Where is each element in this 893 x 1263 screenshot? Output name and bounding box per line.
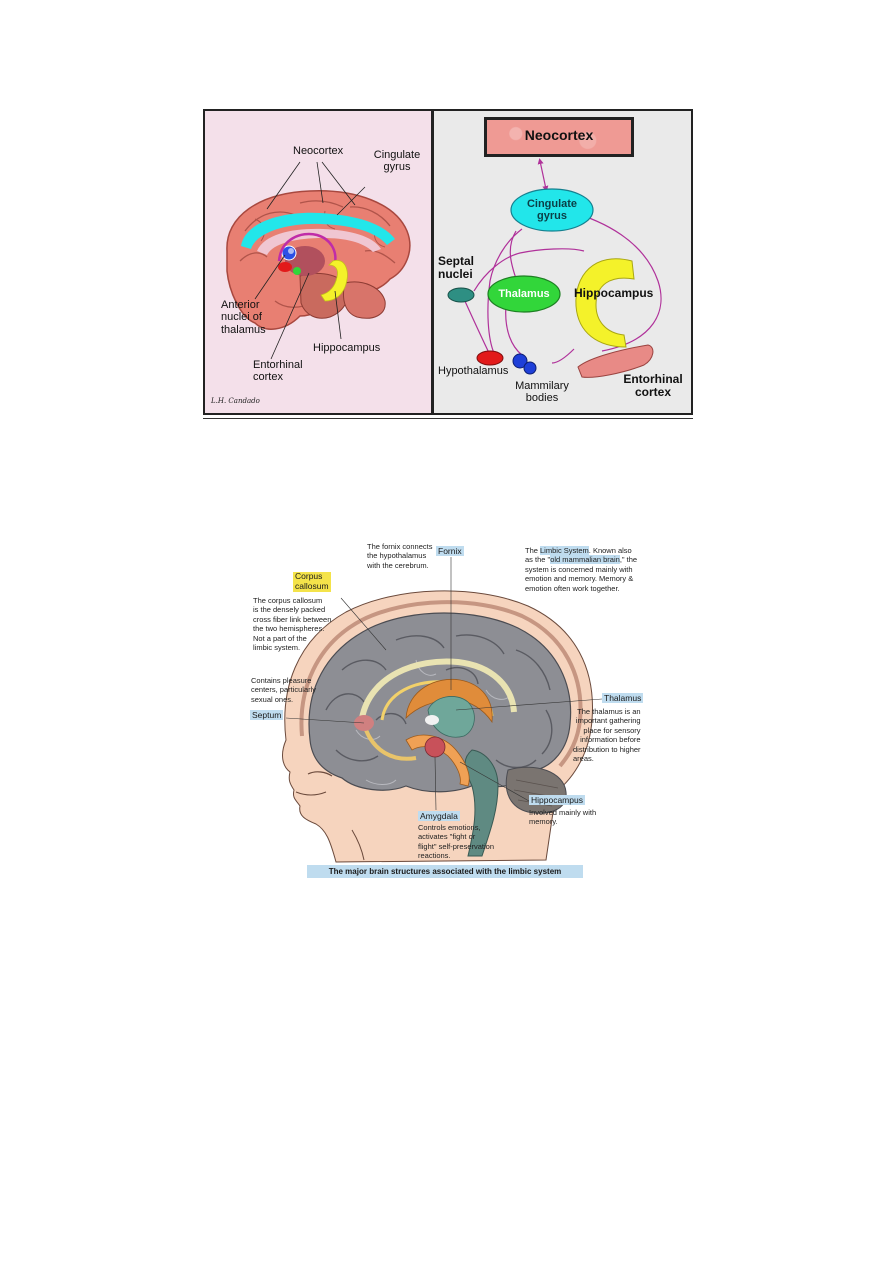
limbic-note-line1-pre: The — [525, 546, 541, 555]
limbic-circuit-panel: Neocortex Cingulate gyrus Septal nuclei … — [434, 111, 691, 413]
label-entorhinal-node: Entorhinal cortex — [618, 372, 688, 400]
hippocampus-note: Involved mainly with memory. — [529, 808, 596, 827]
label-entorhinal-line2: cortex — [253, 371, 283, 384]
thalamus-note-line4: information before — [580, 735, 641, 745]
brain-medial-view-panel: Neocortex Cingulate gyrus Anterior nucle… — [205, 111, 431, 413]
label-cingulate-gyrus: Cingulate gyrus — [369, 149, 425, 174]
label-anterior-nuclei-line3: thalamus — [221, 323, 266, 336]
limbic-note-line4: emotion and memory. Memory & — [525, 574, 634, 584]
hippocampus-note-line2: memory. — [529, 817, 558, 827]
figure-underline — [203, 418, 693, 419]
limbic-system-note: The Limbic System. Known also as the "ol… — [525, 546, 637, 593]
label-anterior-nuclei: Anterior nuclei of thalamus — [221, 299, 266, 336]
thalamus-note-line6: areas. — [573, 753, 594, 763]
hippocampus-note-line1: Involved mainly with — [529, 808, 597, 817]
thalamus-note: The thalamus is an important gathering p… — [573, 707, 641, 763]
amygdala-note-line1: Controls emotions, — [418, 823, 481, 832]
label-hypothalamus: Hypothalamus — [438, 365, 509, 377]
neocortex-box: Neocortex — [484, 117, 634, 157]
label-hippocampus: Hippocampus — [313, 342, 381, 354]
septum-note-line1: Contains pleasure — [251, 676, 312, 685]
old-mammalian-brain-highlight: old mammalian brain — [550, 555, 620, 565]
fornix-note-line3: with the cerebrum. — [367, 560, 429, 570]
label-thalamus-node: Thalamus — [498, 288, 550, 300]
label-entorhinal-cortex: Entorhinal cortex — [253, 359, 303, 384]
corpus-note-line5: Not a part of the — [253, 633, 307, 643]
corpus-note-line1: The corpus callosum — [253, 596, 323, 605]
label-mammilary-bodies: Mammilary bodies — [512, 380, 572, 405]
label-hippocampus: Hippocampus — [529, 795, 585, 806]
limbic-note-line2: as the "old mammalian brain," the — [525, 555, 638, 565]
label-cingulate-node: Cingulate gyrus — [522, 198, 582, 223]
label-hippocampus-node: Hippocampus — [574, 286, 654, 300]
limbic-figure-2: The fornix connects the hypothalamus wit… — [246, 540, 648, 885]
label-cingulate-gyrus-line2: gyrus — [383, 161, 411, 174]
limbic-note-line1-post: . Known also — [588, 546, 632, 555]
amygdala-note-line4: reactions. — [418, 851, 451, 861]
label-amygdala: Amygdala — [418, 811, 460, 822]
label-mammilary-line2: bodies — [525, 392, 559, 405]
corpus-callosum-note: The corpus callosum is the densely packe… — [253, 596, 331, 652]
label-neocortex-box: Neocortex — [524, 127, 594, 143]
thalamus-note-line3: place for sensory — [583, 725, 641, 735]
amygdala-note: Controls emotions, activates "fight or f… — [418, 823, 494, 861]
panel-divider — [431, 111, 434, 413]
label-corpus-line2: callosum — [295, 580, 329, 591]
label-neocortex: Neocortex — [293, 145, 344, 157]
figure-caption: The major brain structures associated wi… — [307, 865, 583, 878]
label-corpus-line1: Corpus — [295, 571, 323, 581]
label-cingulate-gyrus-line1: Cingulate — [373, 149, 421, 161]
thalamus-note-line5: distribution to higher — [573, 744, 641, 754]
label-mammilary-line1: Mammilary — [515, 380, 569, 392]
label-entorhinal-node-line2: cortex — [634, 385, 672, 400]
head-brain-illustration — [282, 557, 603, 863]
label-corpus-callosum: Corpus callosum — [293, 571, 331, 592]
label-thalamus: Thalamus — [602, 693, 644, 704]
limbic-figure-1: Neocortex Cingulate gyrus Anterior nucle… — [203, 109, 693, 415]
thalamus-note-line1: The thalamus is an — [577, 707, 641, 716]
label-septum: Septum — [250, 710, 284, 721]
septum-note-line3: sexual ones. — [251, 694, 294, 704]
limbic-circuit-diagram — [447, 158, 662, 378]
label-entorhinal-line1: Entorhinal — [253, 359, 303, 371]
corpus-note-line3: cross fiber link between — [253, 614, 332, 624]
septum-note: Contains pleasure centers, particularly … — [251, 676, 316, 704]
corpus-note-line6: limbic system. — [253, 642, 301, 652]
label-septal-nuclei: Septal nuclei — [438, 254, 475, 282]
limbic-system-highlight: Limbic System — [540, 546, 589, 555]
fornix-note-line1: The fornix connects — [367, 542, 433, 551]
limbic-note-line5: emotion often work together. — [525, 583, 620, 593]
corpus-note-line2: is the densely packed — [253, 605, 326, 615]
label-entorhinal-node-line1: Entorhinal — [623, 372, 683, 386]
label-septal-line2: nuclei — [438, 267, 473, 282]
septum-note-line2: centers, particularly — [251, 685, 317, 695]
limbic-note-line2-pre: as the " — [525, 555, 551, 565]
amygdala-note-line3: flight" self-preservation — [418, 841, 495, 851]
label-septal-line1: Septal — [438, 254, 475, 268]
label-anterior-nuclei-line2: nuclei of — [221, 311, 262, 324]
corpus-note-line4: the two hemispheres. — [253, 624, 325, 634]
label-anterior-nuclei-line1: Anterior — [221, 299, 260, 311]
label-cingulate-node-line1: Cingulate — [526, 198, 578, 210]
fornix-note-line2: the hypothalamus — [367, 551, 427, 561]
limbic-note-line1: The Limbic System. Known also — [525, 546, 637, 555]
fornix-note: The fornix connects the hypothalamus wit… — [367, 542, 432, 570]
limbic-note-line2-post: ," the — [619, 555, 638, 565]
thalamus-note-line2: important gathering — [575, 716, 641, 726]
amygdala-note-line2: activates "fight or — [418, 832, 476, 842]
label-cingulate-node-line2: gyrus — [537, 210, 567, 223]
label-fornix: Fornix — [436, 546, 464, 557]
author-signature: L.H. Candado — [211, 397, 260, 405]
brain-medial-illustration — [226, 161, 411, 360]
limbic-note-line3: system is concerned mainly with — [525, 564, 633, 574]
